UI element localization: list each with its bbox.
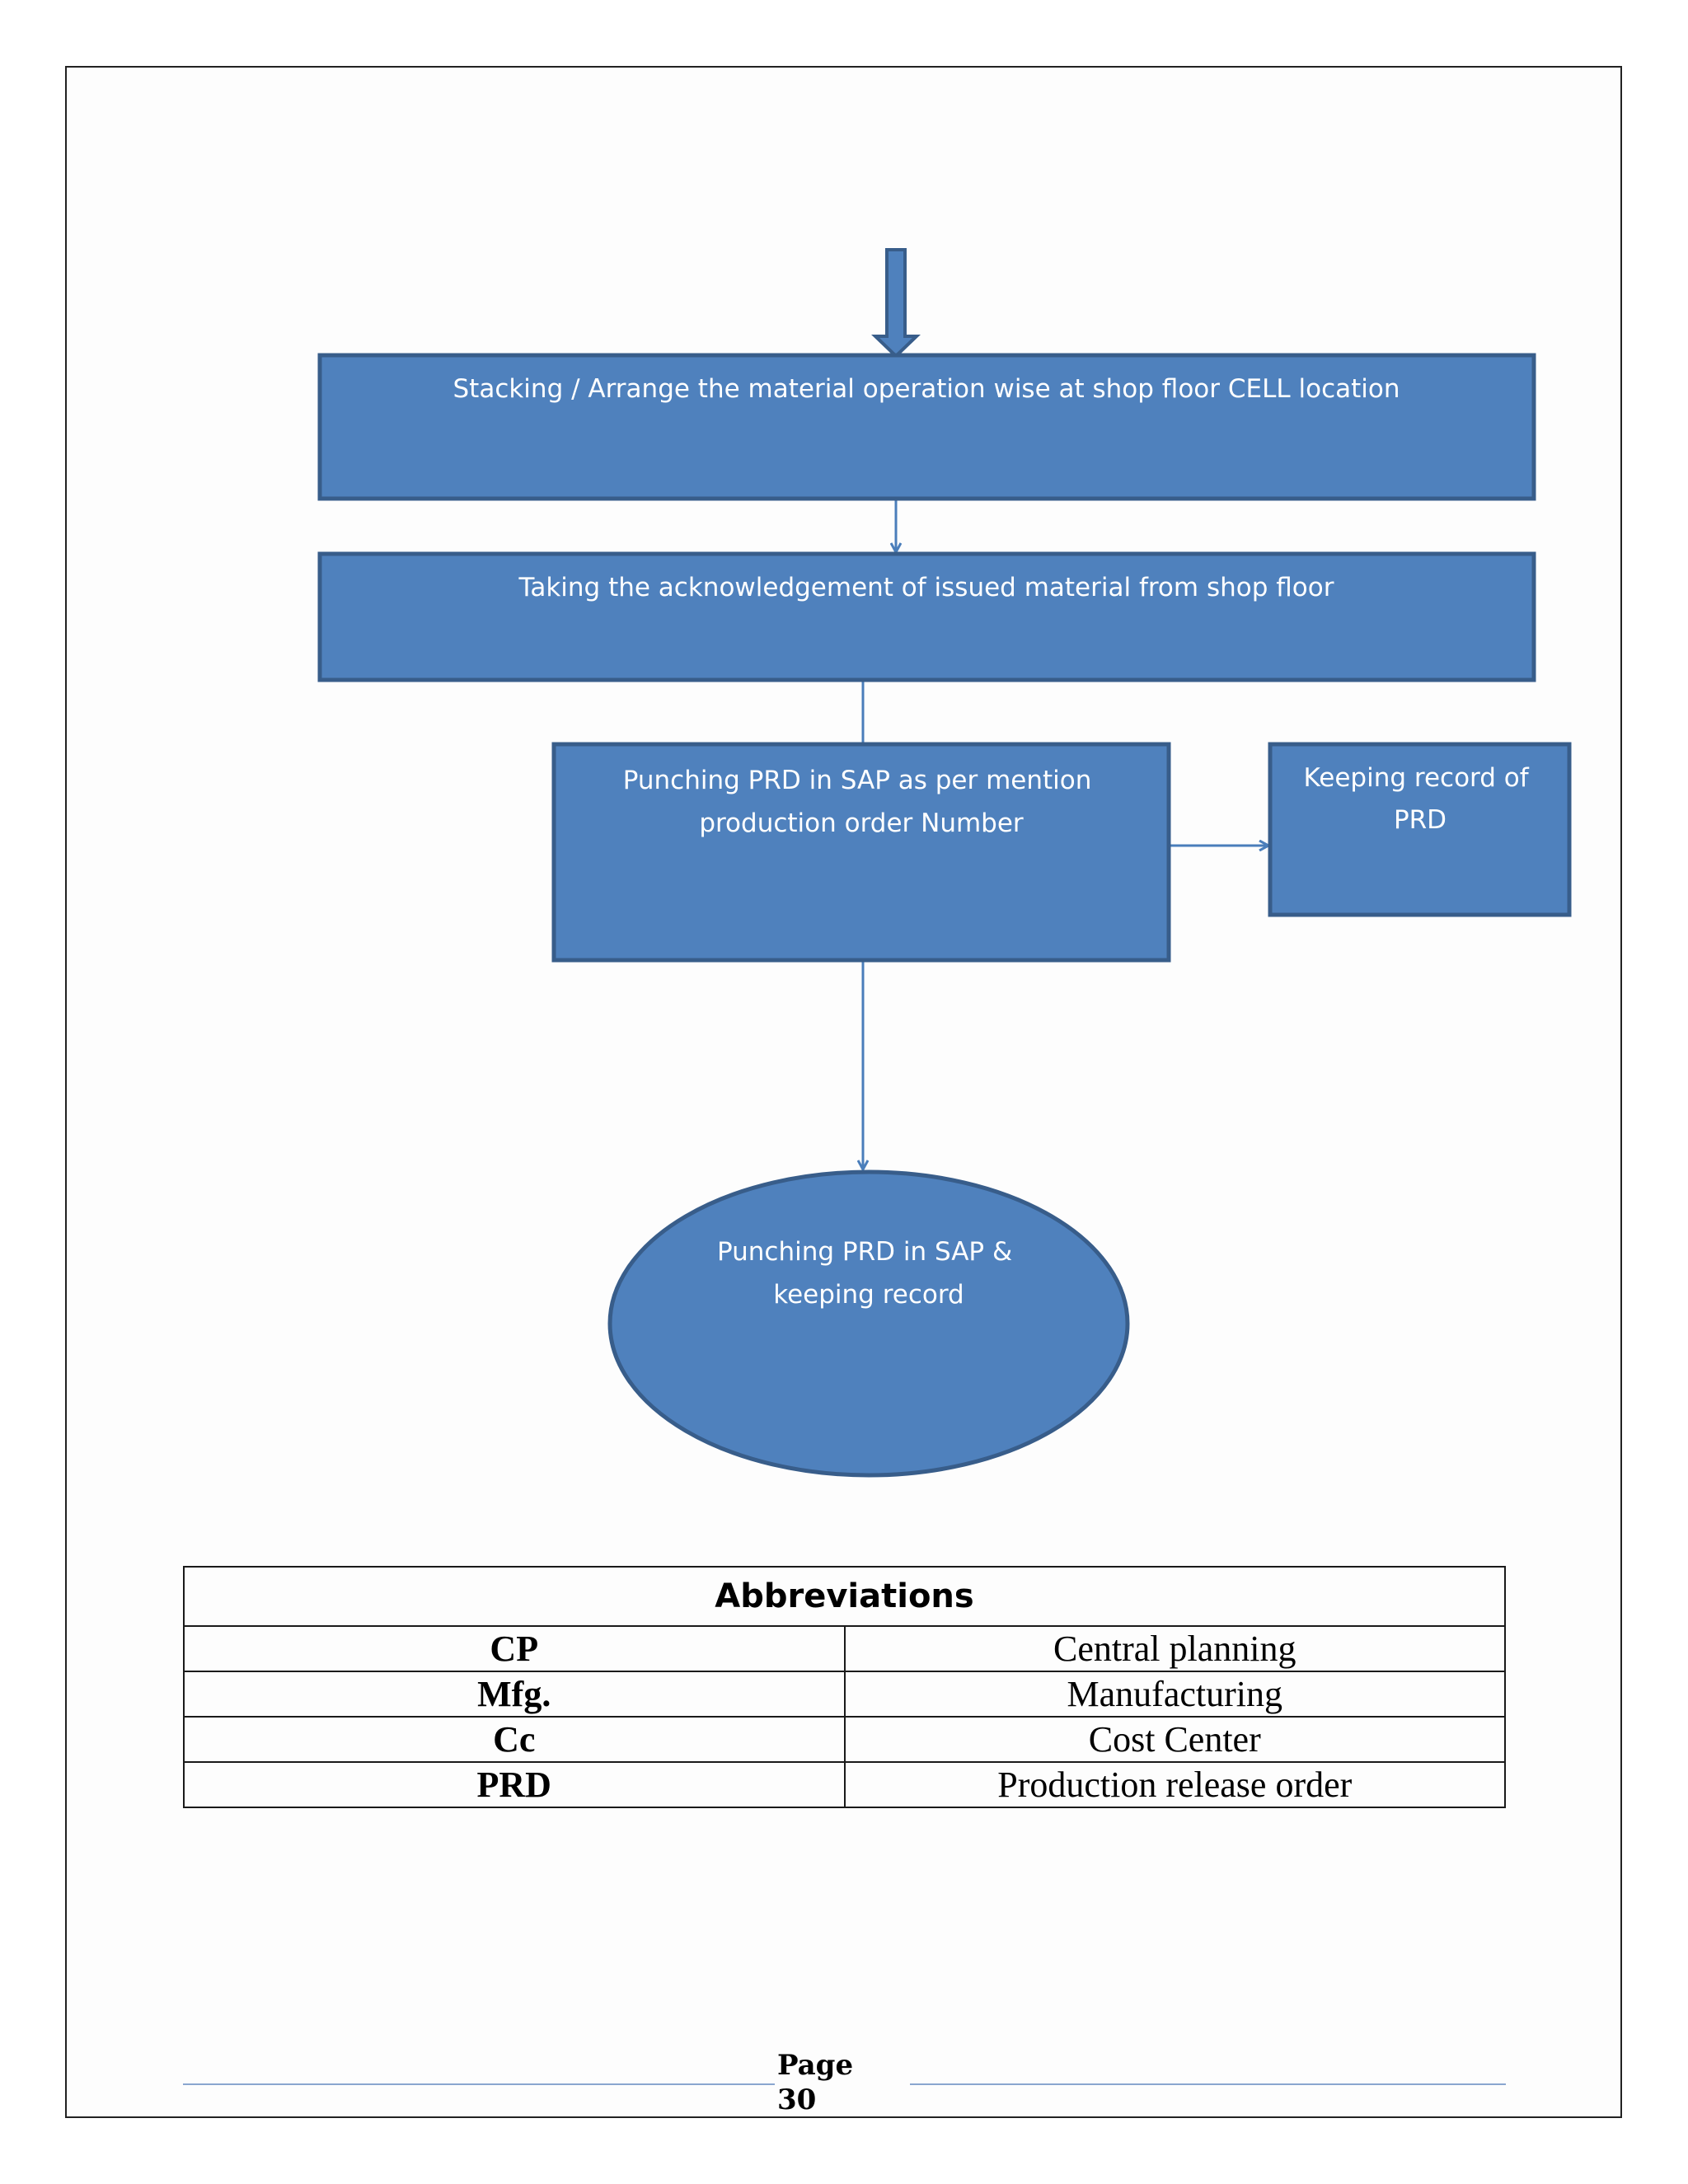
abbreviation-code: CP	[183, 1625, 846, 1672]
node-end-line-2: keeping record	[773, 1280, 964, 1310]
abbreviation-meaning: Production release order	[843, 1761, 1506, 1808]
flowchart: Stacking / Arrange the material operatio…	[317, 248, 1572, 1478]
abbreviations-table: Abbreviations CP Central planning Mfg. M…	[183, 1566, 1506, 1808]
node-end-line-1: Punching PRD in SAP &	[717, 1237, 1012, 1267]
node-acknowledgement	[317, 551, 1536, 682]
node-punching	[551, 742, 1171, 963]
node-stacking	[317, 353, 1536, 501]
abbreviation-meaning: Central planning	[843, 1625, 1506, 1672]
node-stacking-text: Stacking / Arrange the material operatio…	[452, 374, 1400, 404]
incoming-block-arrow	[871, 248, 921, 359]
table-row: Cc Cost Center	[183, 1716, 1506, 1763]
node-punching-text: Punching PRD in SAP as per mention produ…	[623, 766, 1100, 838]
node-keeping-record-line-1: Keeping record of	[1303, 763, 1529, 793]
abbreviation-code: Mfg.	[183, 1671, 846, 1718]
page-number: 30	[777, 2083, 817, 2116]
footer-rule-right	[910, 2083, 1506, 2085]
node-end-text: Punching PRD in SAP & keeping record	[717, 1237, 1020, 1310]
table-row: PRD Production release order	[183, 1761, 1506, 1808]
node-end	[607, 1169, 1130, 1478]
node-keeping-record	[1268, 742, 1572, 917]
footer-rule-left	[183, 2083, 775, 2085]
abbreviation-meaning: Cost Center	[843, 1716, 1506, 1763]
table-row: Mfg. Manufacturing	[183, 1671, 1506, 1718]
abbreviation-code: Cc	[183, 1716, 846, 1763]
abbreviation-meaning: Manufacturing	[843, 1671, 1506, 1718]
node-punching-line-1: Punching PRD in SAP as per mention	[623, 766, 1092, 795]
abbreviations-title: Abbreviations	[183, 1566, 1506, 1627]
table-row: CP Central planning	[183, 1625, 1506, 1672]
node-keeping-record-text: Keeping record of PRD	[1303, 763, 1536, 835]
page-word: Page	[777, 2049, 854, 2082]
page-number-label: Page 30	[777, 2048, 909, 2117]
abbreviation-code: PRD	[183, 1761, 846, 1808]
node-keeping-record-line-2: PRD	[1394, 805, 1447, 835]
node-acknowledgement-text: Taking the acknowledgement of issued mat…	[518, 573, 1334, 602]
node-punching-line-2: production order Number	[699, 808, 1024, 838]
abbreviations-header-row: Abbreviations	[183, 1566, 1506, 1627]
